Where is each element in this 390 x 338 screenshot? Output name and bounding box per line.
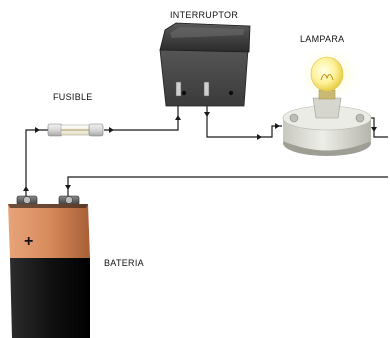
terminal-nut bbox=[65, 196, 73, 204]
switch-rocker-highlight bbox=[170, 27, 244, 38]
switch-terminal bbox=[181, 90, 187, 96]
arrow-marker bbox=[35, 127, 40, 133]
fuse-cap-right bbox=[88, 123, 104, 137]
lamp-label: LAMPARA bbox=[300, 34, 344, 44]
switch-terminal bbox=[228, 90, 234, 96]
lamp-socket bbox=[312, 97, 342, 119]
arrow-marker bbox=[275, 123, 280, 129]
fuse-cap-left bbox=[47, 123, 63, 137]
lamp-screw bbox=[289, 113, 299, 123]
lamp-screw bbox=[355, 113, 365, 123]
switch-contact bbox=[203, 81, 210, 97]
battery-plus-symbol: + bbox=[24, 233, 33, 250]
battery-top bbox=[8, 204, 90, 258]
fuse-label: FUSIBLE bbox=[53, 92, 93, 102]
switch-contact bbox=[175, 81, 182, 97]
terminal-nut bbox=[23, 196, 31, 204]
switch-label: INTERRUPTOR bbox=[170, 10, 238, 20]
arrow-marker bbox=[371, 127, 377, 132]
wire-return-to-battery bbox=[67, 176, 388, 198]
arrow-marker bbox=[23, 186, 29, 191]
arrow-marker bbox=[109, 127, 114, 133]
bulb-filament bbox=[320, 74, 334, 81]
lamp: LAMPARA bbox=[282, 34, 372, 156]
arrow-marker bbox=[175, 115, 181, 120]
battery-top-edge bbox=[8, 204, 88, 208]
arrow-marker bbox=[65, 185, 71, 190]
arrow-marker bbox=[257, 134, 262, 140]
battery-bottom bbox=[10, 258, 90, 338]
bulb bbox=[310, 56, 344, 92]
wire-battery-to-fuse bbox=[25, 129, 48, 198]
lamp-neck bbox=[318, 89, 336, 100]
fuse: FUSIBLE bbox=[47, 92, 104, 137]
switch: INTERRUPTOR bbox=[159, 10, 251, 107]
arrow-marker bbox=[204, 112, 210, 117]
battery: + BATERIA bbox=[8, 195, 144, 338]
switch-body bbox=[159, 49, 249, 107]
battery-label: BATERIA bbox=[104, 258, 144, 268]
